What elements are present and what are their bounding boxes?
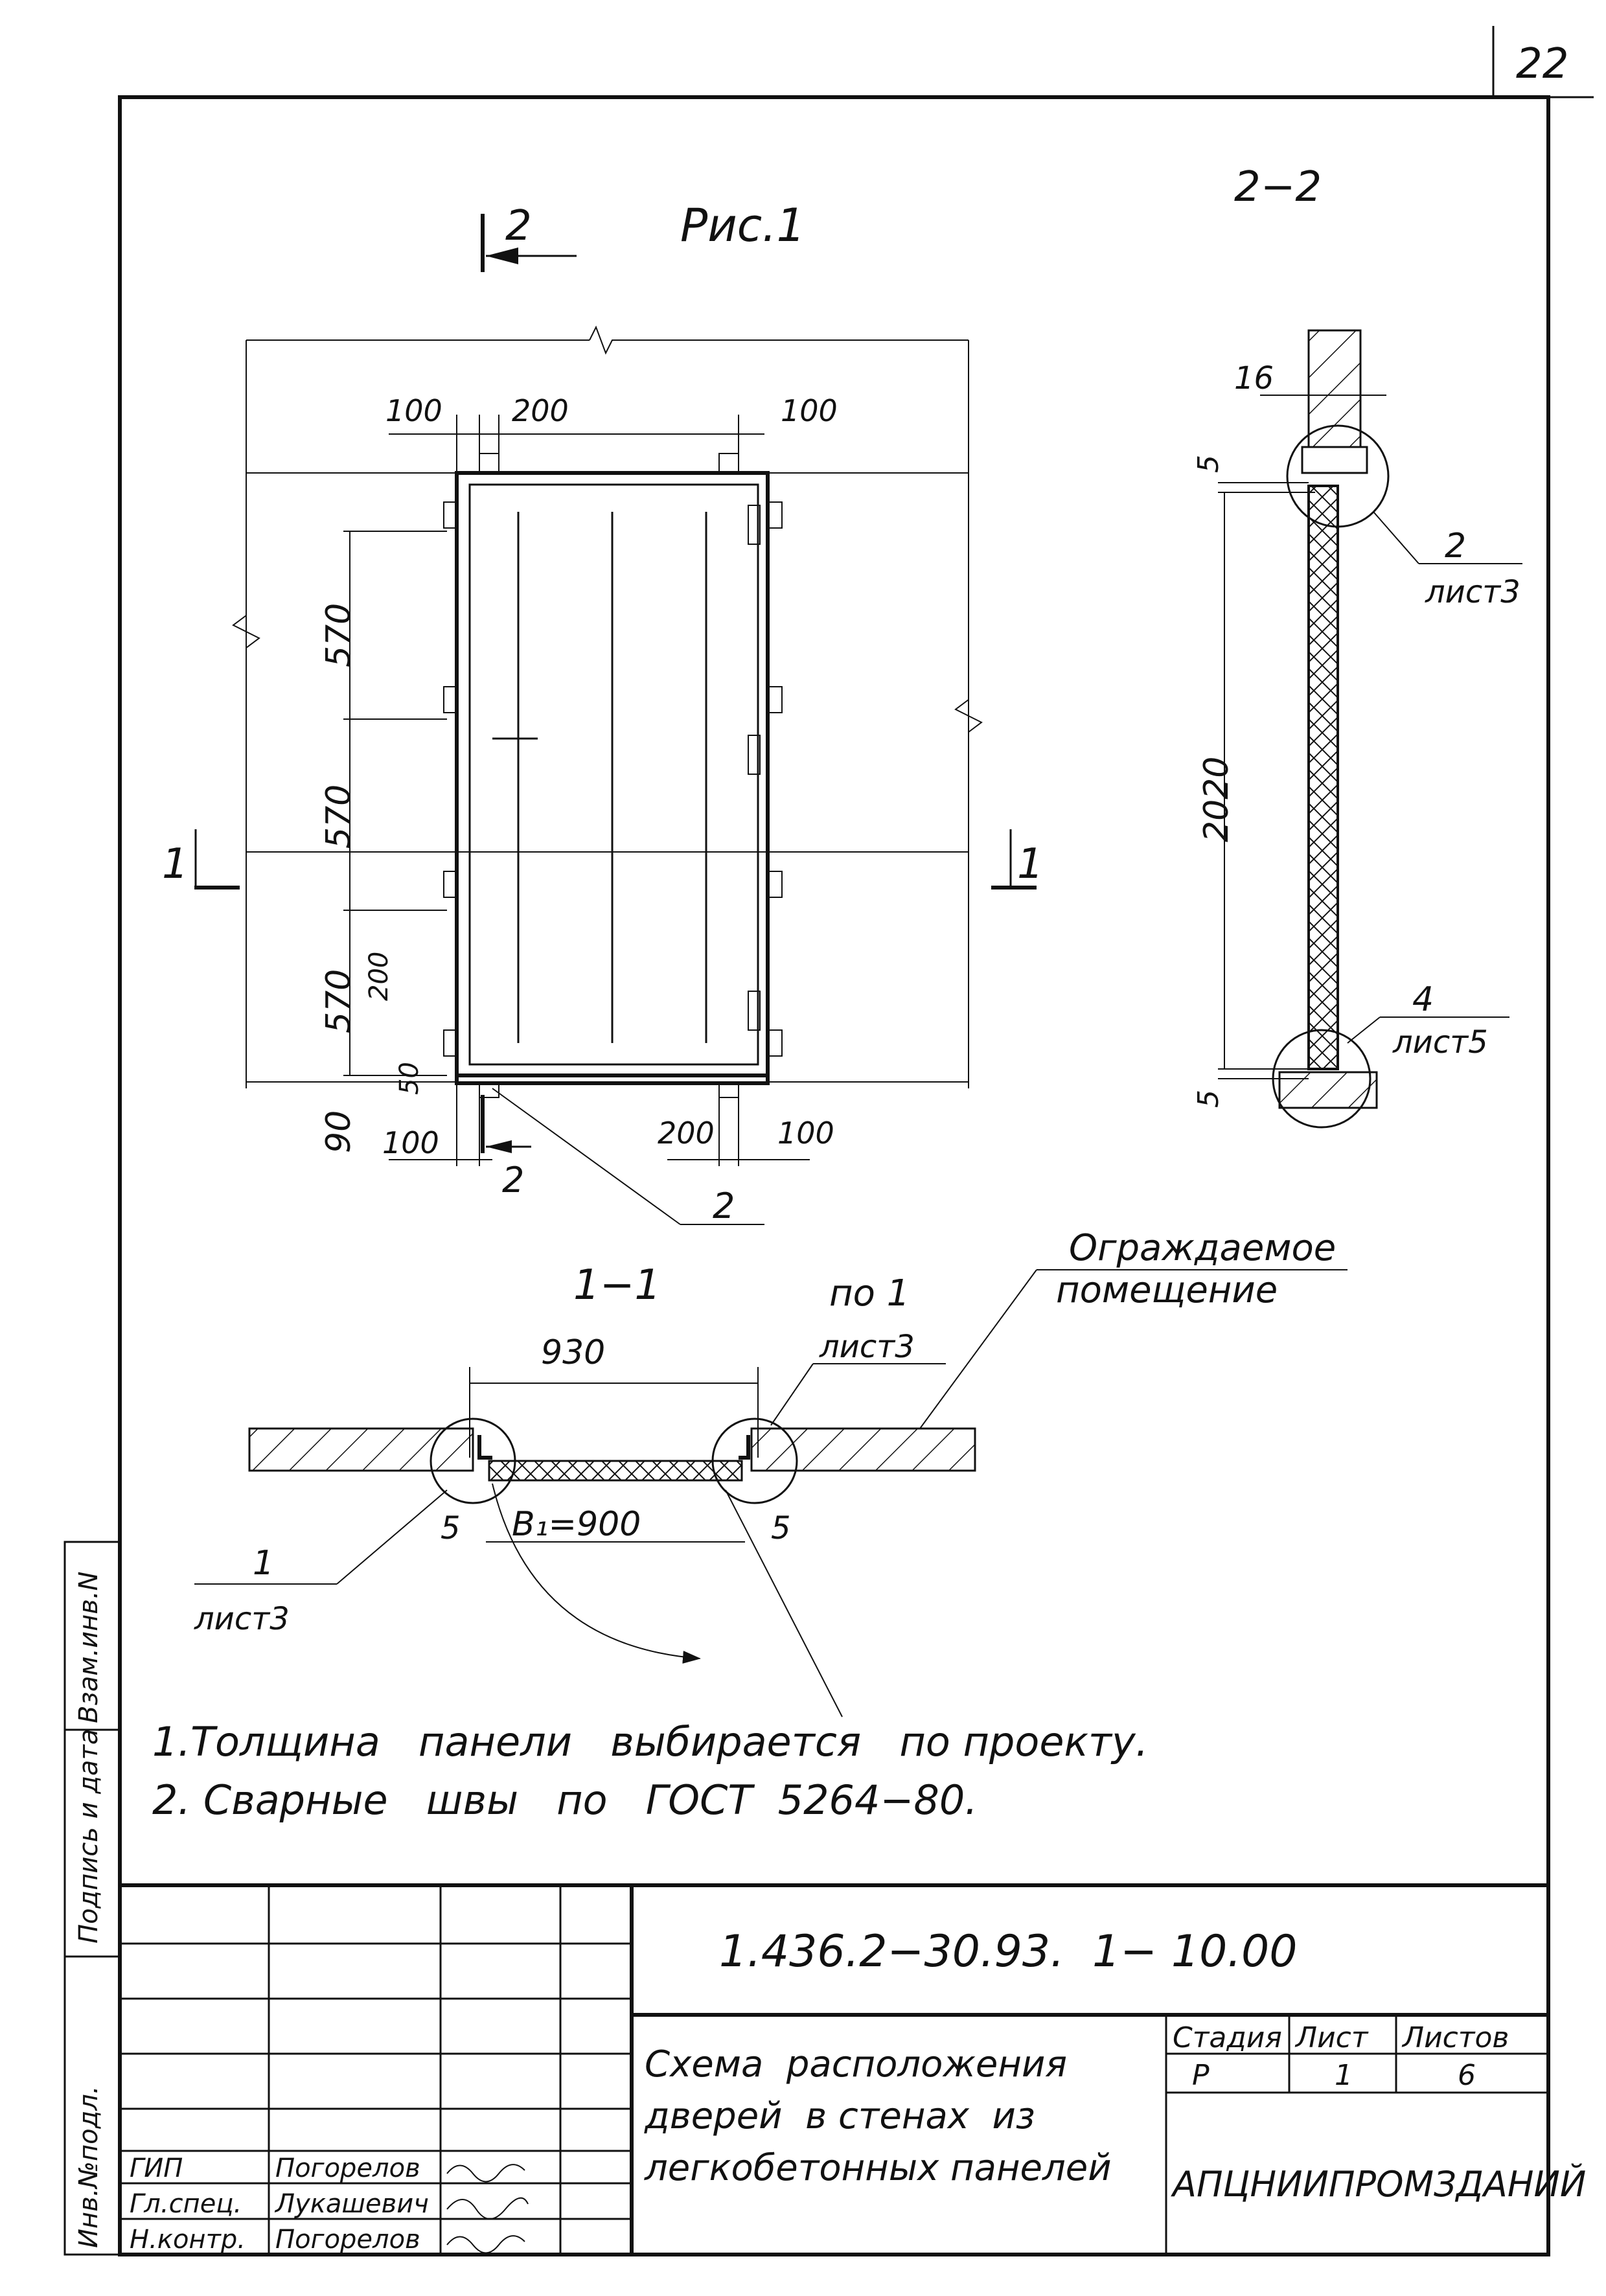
name-3: Погорелов xyxy=(275,2225,420,2255)
sheets-value: 6 xyxy=(1458,2059,1476,2092)
role-3: Н.контр. xyxy=(130,2225,246,2255)
dim-90: 90 xyxy=(319,1110,358,1153)
callout-2-sheet: лист3 xyxy=(1425,574,1520,610)
dim-5-left: 5 xyxy=(441,1510,461,1546)
sheet-header: Лист xyxy=(1294,2021,1369,2054)
role-2: Гл.спец. xyxy=(130,2189,242,2219)
stamp-replace: Взам.инв.N xyxy=(74,1572,104,1723)
side-stamp: Инв.№подл. Подпись и дата Взам.инв.N xyxy=(63,1541,121,2256)
stage-header: Стадия xyxy=(1173,2021,1282,2054)
title-line-2: дверей в стенах из xyxy=(644,2095,1035,2137)
stamp-sign: Подпись и дата xyxy=(74,1729,104,1944)
dim-2020: 2020 xyxy=(1197,757,1236,842)
dim-5-bottom: 5 xyxy=(1192,1090,1225,1108)
dim-5-top: 5 xyxy=(1192,455,1225,473)
dim-bottom-200: 200 xyxy=(658,1116,715,1151)
title-line-3: легкобетонных панелей xyxy=(644,2147,1112,2189)
figure-label: Рис.1 xyxy=(680,199,805,252)
drawing-frame xyxy=(118,95,1550,2256)
section-2-2-title: 2−2 xyxy=(1234,163,1322,211)
sheets-header: Листов xyxy=(1401,2021,1509,2054)
title-block: 1.436.2−30.93. 1− 10.00 Схема расположен… xyxy=(120,1883,1586,2255)
signature-1 xyxy=(446,2164,525,2183)
dim-5-right: 5 xyxy=(771,1510,791,1546)
dim-b1: B₁=900 xyxy=(512,1505,641,1544)
signature-2 xyxy=(446,2197,529,2220)
callout-4-sheet: лист5 xyxy=(1392,1024,1488,1061)
section-2-marker-label: 2 xyxy=(505,202,532,250)
sheet-value: 1 xyxy=(1335,2059,1353,2092)
title-line-1: Схема расположения xyxy=(645,2043,1067,2085)
callout-2-num: 2 xyxy=(1445,527,1466,566)
door-leaf-section xyxy=(1307,485,1339,1070)
leader-2-label: 2 xyxy=(713,1186,735,1226)
callout-1-sheet: лист3 xyxy=(194,1601,290,1637)
section-1-1: 1−1 930 B₁=900 5 5 1 лист3 по 1 лист3 О xyxy=(194,1227,1348,1717)
section-arrow-2-label: 2 xyxy=(502,1160,524,1200)
door-leaf-plan xyxy=(488,1460,743,1482)
callout-po1-sheet: лист3 xyxy=(819,1329,915,1365)
section-2-marker: 2 xyxy=(481,202,577,272)
name-2: Лукашевич xyxy=(274,2189,429,2219)
callout-4-num: 4 xyxy=(1412,980,1434,1019)
dim-50: 50 xyxy=(395,1062,424,1095)
door-elevation: 570 570 570 200 50 90 100 200 100 100 20… xyxy=(162,325,1044,1226)
room-label-1: Ограждаемое xyxy=(1069,1227,1336,1269)
dim-930: 930 xyxy=(541,1333,605,1372)
document-code: 1.436.2−30.93. 1− 10.00 xyxy=(719,1926,1298,1977)
dim-top-200: 200 xyxy=(512,393,569,428)
section-2-2: 2−2 2020 16 5 5 2 лист3 4 лист5 xyxy=(1192,163,1522,1129)
callout-po1: по 1 xyxy=(829,1272,910,1314)
dim-570-a: 570 xyxy=(319,603,358,667)
role-1: ГИП xyxy=(130,2153,183,2183)
room-label-2: помещение xyxy=(1056,1269,1278,1311)
name-1: Погорелов xyxy=(275,2153,420,2183)
signature-3 xyxy=(446,2235,525,2254)
note-1: 1.Толщина панели выбирается по проекту. xyxy=(152,1718,1148,1765)
sheet-number: 22 xyxy=(1516,40,1568,88)
dim-top-right-100: 100 xyxy=(781,393,838,428)
dim-570-b: 570 xyxy=(319,785,358,849)
dim-top-left-100: 100 xyxy=(385,393,442,428)
section-1-1-title: 1−1 xyxy=(573,1261,661,1309)
sheet-number-box: 22 xyxy=(1492,26,1594,98)
dim-16: 16 xyxy=(1234,360,1274,396)
dim-bottom-right-100: 100 xyxy=(777,1116,834,1151)
section-1-left-label: 1 xyxy=(162,840,189,888)
note-2: 2. Сварные швы по ГОСТ 5264−80. xyxy=(152,1776,978,1824)
dim-570-c: 570 xyxy=(319,969,358,1033)
dim-bottom-left-100: 100 xyxy=(382,1125,439,1160)
section-1-right-label: 1 xyxy=(1017,840,1044,888)
dim-200: 200 xyxy=(364,952,394,1001)
stamp-inv: Инв.№подл. xyxy=(74,2085,104,2248)
callout-1-num: 1 xyxy=(253,1544,274,1583)
organization: АПЦНИИПРОМЗДАНИЙ xyxy=(1171,2164,1586,2205)
stage-value: Р xyxy=(1192,2059,1210,2092)
